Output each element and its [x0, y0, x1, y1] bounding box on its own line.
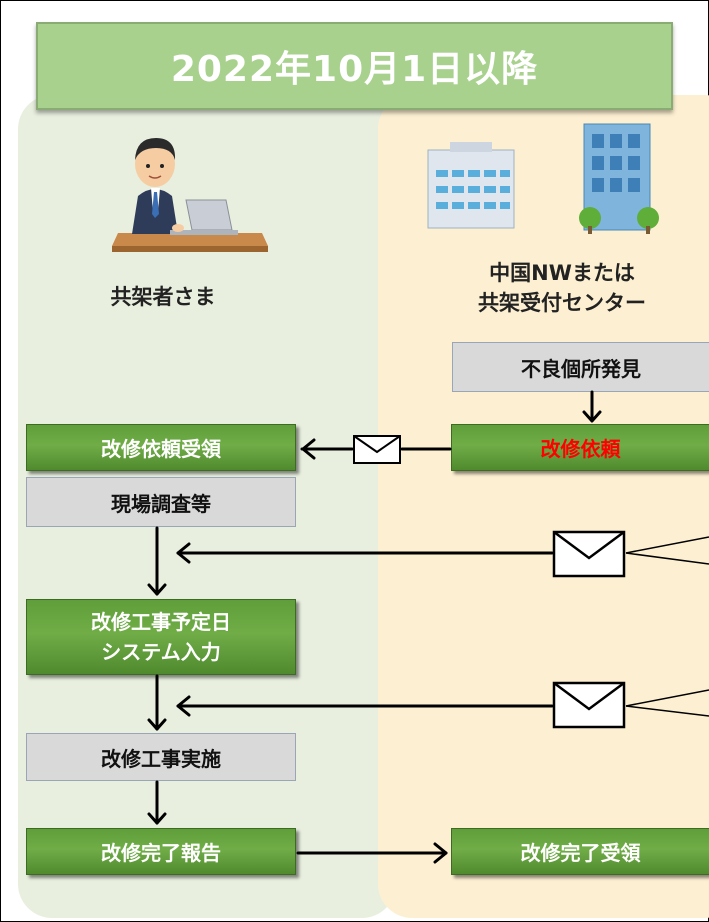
step-schedule-input: 改修工事予定日 システム入力	[26, 599, 296, 675]
step-completion-received: 改修完了受領	[451, 828, 709, 875]
step-request-received: 改修依頼受領	[26, 424, 296, 471]
step-defect-found-label: 不良個所発見	[521, 356, 641, 381]
actor-partner-label: 共架者さま	[108, 282, 218, 312]
actor-center-line1: 中国NWまたは	[489, 261, 635, 285]
banner-title: 2022年10月1日以降	[170, 49, 539, 90]
step-schedule-input-line1: 改修工事予定日	[91, 610, 231, 634]
step-site-survey: 現場調査等	[26, 477, 296, 527]
step-completion-report: 改修完了報告	[26, 828, 296, 875]
lane-center	[378, 95, 709, 918]
date-banner: 2022年10月1日以降	[36, 22, 673, 110]
actor-center-label: 中国NWまたは 共架受付センター	[452, 258, 672, 318]
actor-center-line2: 共架受付センター	[478, 291, 646, 315]
step-repair-work-label: 改修工事実施	[101, 746, 221, 771]
actor-partner-text: 共架者さま	[110, 285, 216, 309]
step-completion-report-label: 改修完了報告	[101, 841, 221, 865]
step-repair-request: 改修依頼	[451, 424, 709, 471]
step-completion-received-label: 改修完了受領	[520, 841, 641, 865]
step-schedule-input-line2: システム入力	[101, 640, 221, 664]
step-request-received-label: 改修依頼受領	[101, 437, 221, 461]
step-defect-found: 不良個所発見	[452, 342, 709, 392]
step-repair-work: 改修工事実施	[26, 733, 296, 781]
step-repair-request-label: 改修依頼	[540, 437, 621, 461]
step-site-survey-label: 現場調査等	[111, 491, 211, 516]
